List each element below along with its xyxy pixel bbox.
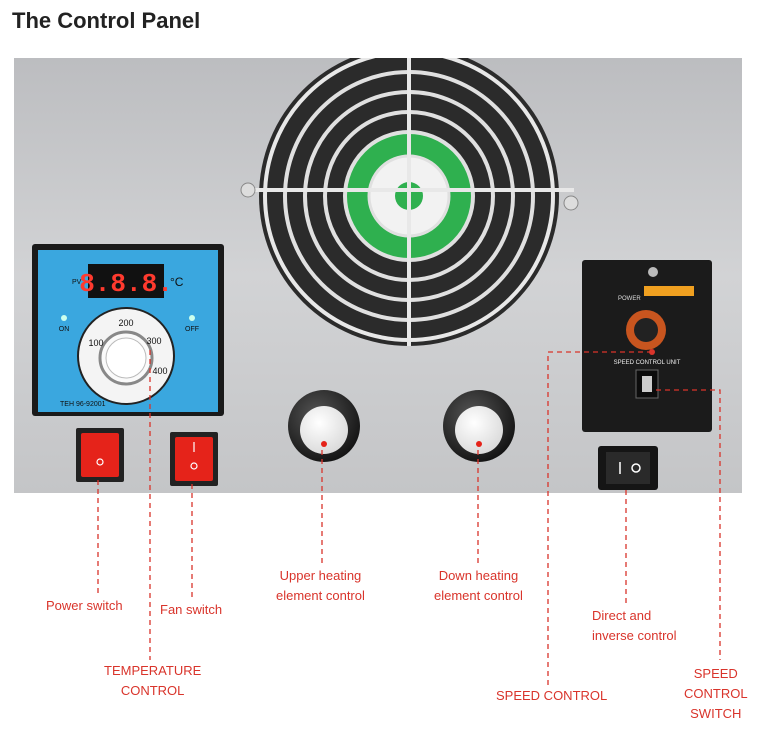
temperature-control-label: TEMPERATURE CONTROL bbox=[104, 663, 202, 698]
temperature-controller: 8.8.8. °C PV 100 200 300 400 ON OFF TEH … bbox=[32, 244, 224, 416]
temperature-readout: 8.8.8. bbox=[79, 269, 173, 299]
power-label: POWER bbox=[618, 296, 641, 302]
fan-switch-label: Fan switch bbox=[160, 602, 223, 617]
controller-brand: TEH 96-92001 bbox=[60, 401, 106, 408]
on-label: ON bbox=[59, 326, 70, 333]
fan-switch[interactable] bbox=[170, 432, 218, 486]
speed-control-label: SPEED CONTROL bbox=[496, 688, 608, 703]
power-switch-label: Power switch bbox=[46, 598, 123, 613]
speed-control-switch-leader bbox=[656, 389, 721, 660]
pv-label: PV bbox=[72, 279, 82, 286]
speed-unit-label: SPEED CONTROL UNIT bbox=[614, 360, 681, 366]
upper-heating-knob[interactable] bbox=[288, 390, 360, 462]
direct-inverse-toggle[interactable] bbox=[635, 369, 659, 399]
dial-tick-300: 300 bbox=[146, 336, 161, 346]
off-label: OFF bbox=[185, 326, 199, 333]
control-panel-photo: 8.8.8. °C PV 100 200 300 400 ON OFF TEH … bbox=[14, 58, 742, 493]
down-heating-label: Down heating element control bbox=[434, 568, 523, 603]
fan-guard bbox=[240, 58, 579, 346]
power-switch[interactable] bbox=[76, 428, 124, 482]
direct-inverse-label: Direct and inverse control bbox=[592, 608, 677, 643]
dial-tick-100: 100 bbox=[88, 338, 103, 348]
page-title: The Control Panel bbox=[12, 8, 201, 33]
dial-tick-200: 200 bbox=[118, 318, 133, 328]
speed-control-leader bbox=[547, 351, 652, 688]
down-heating-knob[interactable] bbox=[443, 390, 515, 462]
dial-tick-400: 400 bbox=[152, 366, 167, 376]
speed-control-unit: POWER SPEED CONTROL UNIT bbox=[582, 260, 712, 432]
speed-control-switch-label: SPEED CONTROL SWITCH bbox=[684, 666, 748, 721]
upper-heating-label: Upper heating element control bbox=[276, 568, 365, 603]
temperature-unit: °C bbox=[170, 275, 184, 289]
speed-control-switch[interactable] bbox=[598, 446, 658, 490]
